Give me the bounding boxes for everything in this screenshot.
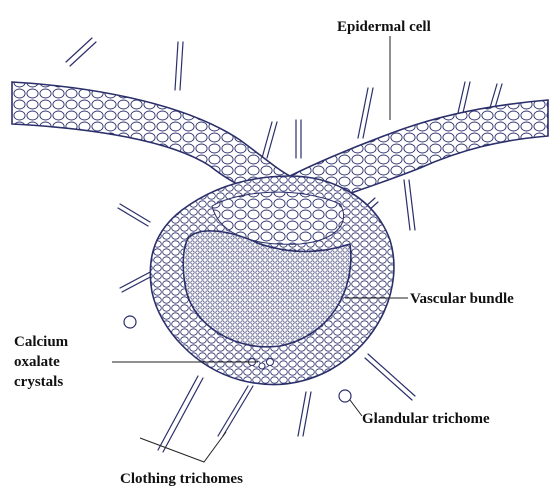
label-calcium-oxalate-crystals: Calcium oxalate crystals [14, 332, 94, 392]
leader-clothing-trichomes [140, 432, 226, 462]
label-glandular-trichome: Glandular trichome [362, 410, 490, 428]
leader-glandular-trichome [350, 400, 362, 416]
label-epidermal-cell: Epidermal cell [337, 18, 431, 36]
label-vascular-bundle: Vascular bundle [410, 290, 514, 308]
label-clothing-trichomes: Clothing trichomes [120, 470, 243, 488]
